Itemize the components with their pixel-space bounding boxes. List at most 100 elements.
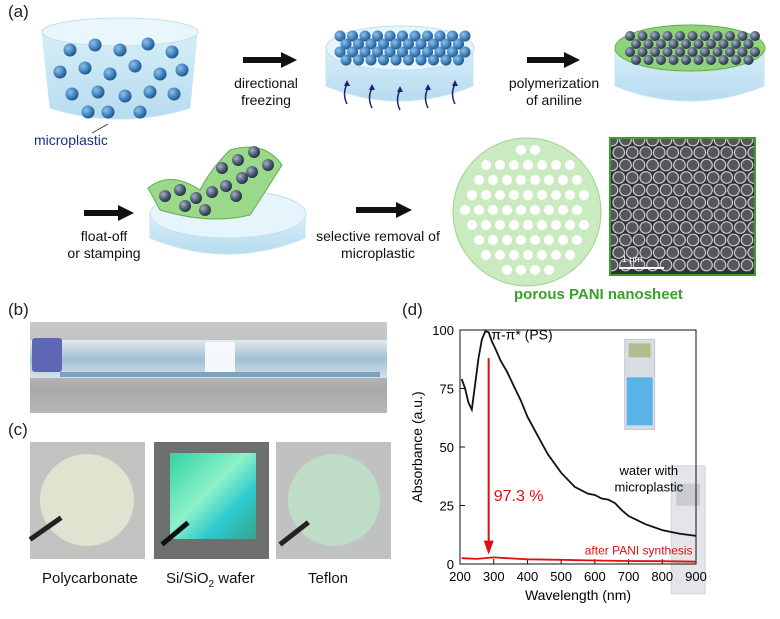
microplastic-particle [434, 46, 446, 58]
microplastic-particle [175, 63, 189, 77]
microplastic-particle [353, 38, 364, 50]
pore [565, 160, 575, 170]
pore [537, 190, 547, 200]
y-tick-label: 100 [432, 323, 454, 338]
sem-pore [700, 183, 713, 197]
microplastic-particle [167, 87, 181, 101]
pore [572, 205, 582, 215]
frozen-disc [325, 25, 475, 111]
microplastic-particle [390, 38, 402, 50]
embedded-particle [731, 55, 741, 65]
embedded-particle [712, 47, 723, 57]
sem-pore [686, 183, 700, 197]
sem-pore [720, 146, 734, 159]
microplastic-particle [143, 85, 157, 99]
sem-pore [693, 171, 707, 184]
panel-label-d: (d) [402, 300, 423, 319]
pore [572, 175, 582, 185]
pore [481, 250, 491, 260]
microplastic-particle [153, 67, 167, 81]
step2-line2: of aniline [525, 92, 583, 108]
pore [523, 220, 533, 230]
sem-pore [666, 146, 680, 159]
series-line-after [461, 556, 697, 563]
embedded-particle [675, 31, 685, 41]
sem-pore [612, 246, 626, 259]
microplastic-particle [365, 54, 377, 66]
embedded-particle [230, 190, 242, 202]
microplastic-particle [88, 38, 102, 52]
label-polycarbonate: Polycarbonate [42, 570, 138, 587]
pore [467, 220, 477, 230]
before-label-line2: microplastic [614, 479, 683, 494]
step-polymerization: polymerization of aniline [498, 75, 610, 109]
sem-pore [755, 259, 767, 271]
embedded-particle [246, 166, 258, 178]
pore [474, 175, 484, 185]
x-tick-label: 200 [449, 569, 471, 584]
sem-pore [632, 208, 646, 222]
sem-scale-label: 1 μm [622, 254, 643, 264]
pore [523, 250, 533, 260]
sem-pore [747, 246, 754, 259]
sem-pore [612, 196, 626, 209]
sem-pore [646, 258, 659, 272]
microplastic-particle [359, 46, 371, 58]
y-tick-label: 0 [447, 557, 454, 572]
sem-pore [611, 258, 619, 272]
sem-pore [639, 196, 653, 209]
si-label-suffix: wafer [214, 570, 255, 587]
pore [495, 250, 505, 260]
step3-line1: float-off [80, 228, 128, 244]
before-label-line1: water with [619, 463, 679, 478]
microplastic-pointer [91, 123, 109, 134]
embedded-particle [637, 47, 648, 57]
sem-pore [679, 221, 693, 234]
sem-pore [700, 233, 713, 247]
step2-line1: polymerization [508, 75, 600, 91]
sem-pore [755, 159, 767, 171]
pore [502, 265, 512, 275]
step-selective-removal: selective removal of microplastic [308, 228, 448, 262]
embedded-particle [750, 31, 760, 41]
step4-line1: selective removal of [316, 228, 440, 244]
embedded-particle [174, 184, 186, 196]
sem-pore [646, 208, 659, 222]
pore [537, 220, 547, 230]
sem-pore [639, 246, 653, 259]
after-synthesis-label: after PANI synthesis [585, 544, 693, 558]
sem-pore [659, 183, 673, 197]
microplastic-particle [165, 45, 179, 59]
embedded-particle [199, 204, 211, 216]
embedded-particle [750, 47, 760, 57]
sem-pore [632, 233, 646, 247]
y-axis-label: Absorbance (a.u.) [409, 391, 425, 502]
sem-pore [611, 208, 619, 222]
si-label-main: Si/SiO [166, 570, 209, 587]
sem-pore [761, 147, 773, 159]
microplastic-particle [340, 38, 352, 50]
microplastic-particle [409, 46, 421, 58]
cuvette-cap [628, 343, 651, 358]
microplastic-label: microplastic [34, 132, 108, 148]
photo-teflon [276, 442, 391, 559]
sem-pore [625, 196, 639, 209]
microplastic-particle [101, 105, 115, 119]
sem-pore [713, 208, 727, 222]
x-tick-label: 400 [517, 569, 539, 584]
sem-pore [666, 221, 680, 234]
panel-label-c: (c) [8, 420, 28, 439]
sem-pore [659, 233, 673, 247]
pore [509, 160, 519, 170]
embedded-particle [687, 31, 698, 41]
sem-pore [666, 196, 680, 209]
sem-pore [639, 221, 653, 234]
embedded-particle [700, 47, 710, 57]
embedded-particle [190, 192, 202, 204]
petri-dish-photo [30, 322, 387, 413]
sem-image [609, 137, 773, 276]
series-line-before [460, 330, 697, 537]
embedded-particle [206, 186, 218, 198]
microplastic-particle [440, 38, 452, 50]
embedded-particle [681, 55, 691, 65]
